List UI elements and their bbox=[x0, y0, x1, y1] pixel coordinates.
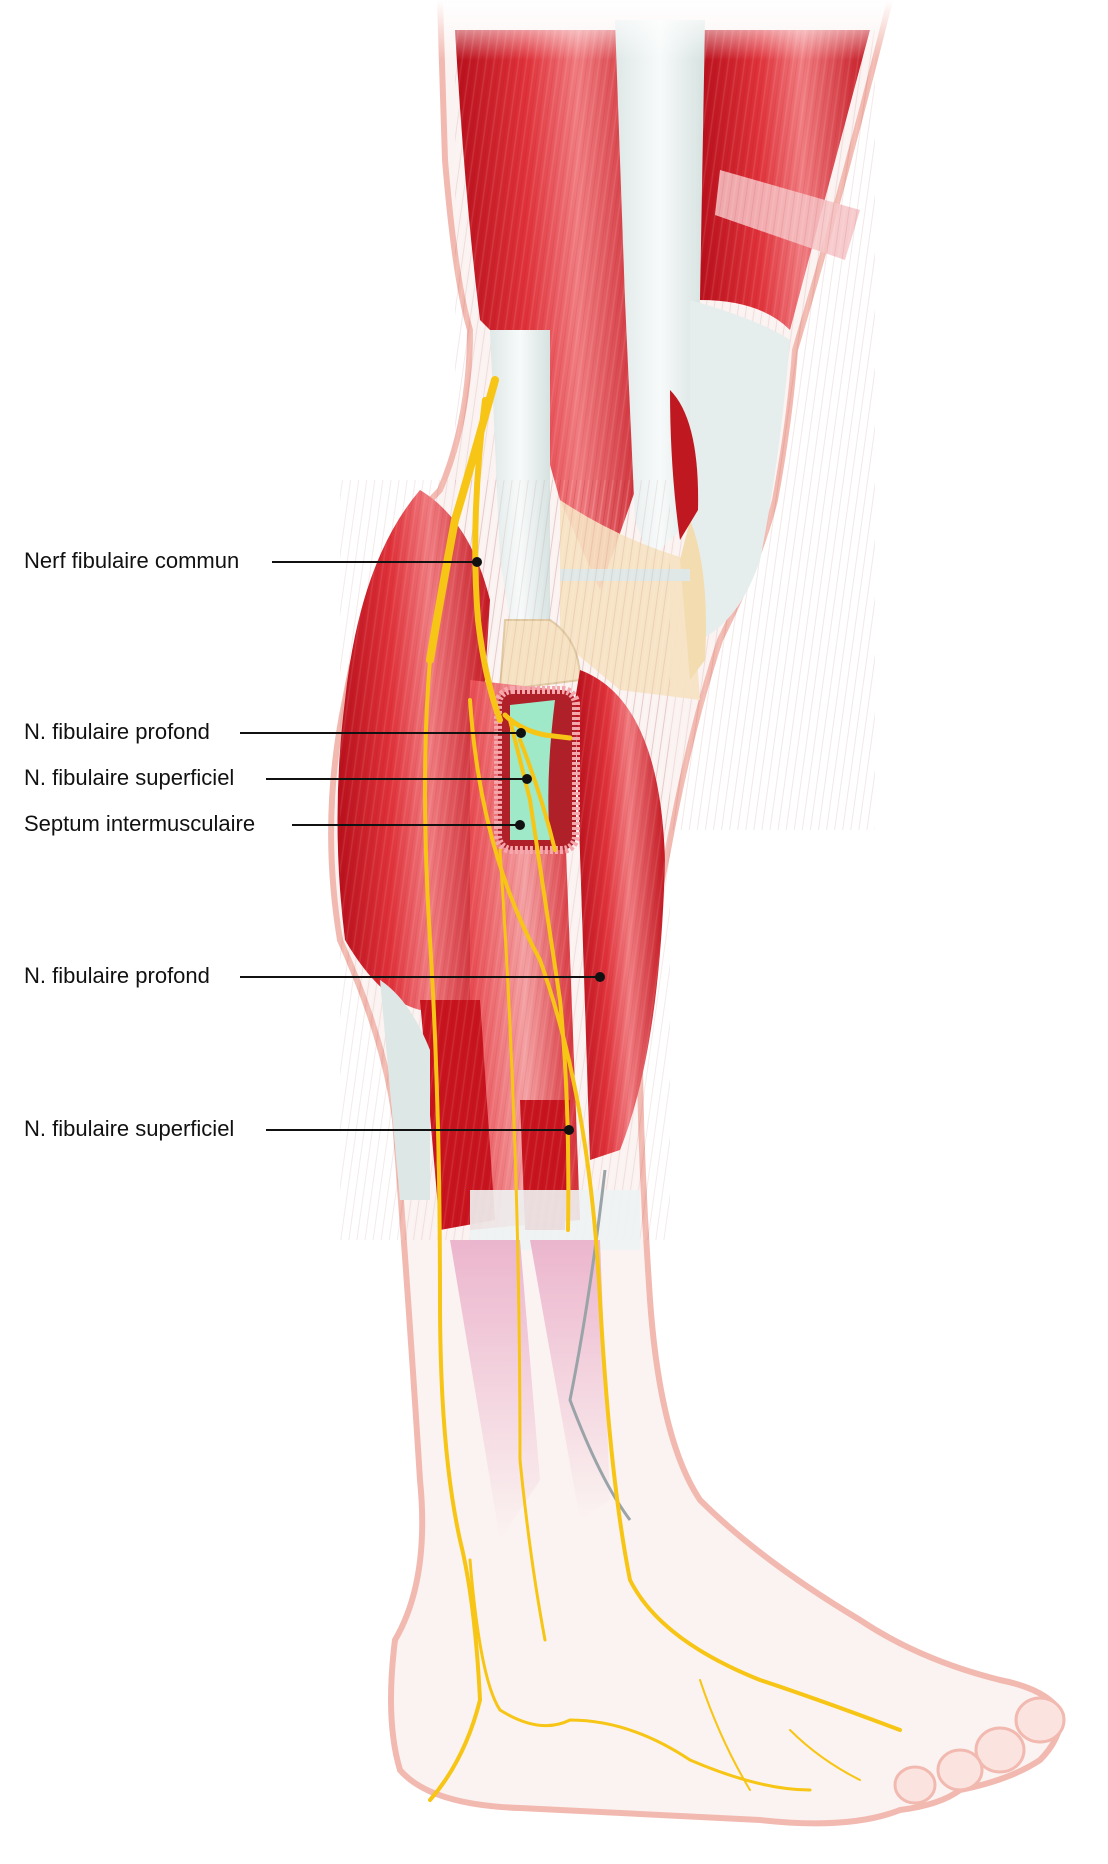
leader-dot-nerf-fibulaire-commun bbox=[472, 557, 482, 567]
leader-line-n-fibulaire-superficiel-1 bbox=[266, 778, 527, 780]
leader-dot-n-fibulaire-profond-2 bbox=[595, 972, 605, 982]
leader-line-nerf-fibulaire-commun bbox=[272, 561, 477, 563]
leader-line-septum-intermusculaire bbox=[292, 824, 520, 826]
label-n-fibulaire-superficiel-1: N. fibulaire superficiel bbox=[24, 765, 235, 790]
leader-line-n-fibulaire-profond-2 bbox=[240, 976, 600, 978]
toes bbox=[893, 1696, 1066, 1805]
label-n-fibulaire-profond-1: N. fibulaire profond bbox=[24, 719, 210, 744]
label-n-fibulaire-profond-2: N. fibulaire profond bbox=[24, 963, 210, 988]
leader-dot-n-fibulaire-superficiel-2 bbox=[564, 1125, 574, 1135]
label-nerf-fibulaire-commun: Nerf fibulaire commun bbox=[24, 548, 240, 573]
leader-dot-n-fibulaire-profond-1 bbox=[516, 728, 526, 738]
label-septum-intermusculaire: Septum intermusculaire bbox=[24, 811, 256, 836]
leader-dot-septum-intermusculaire bbox=[515, 820, 525, 830]
nerves bbox=[423, 376, 902, 1802]
leader-line-n-fibulaire-superficiel-2 bbox=[266, 1129, 569, 1131]
leader-line-n-fibulaire-profond-1 bbox=[240, 732, 521, 734]
leader-dot-n-fibulaire-superficiel-1 bbox=[522, 774, 532, 784]
label-n-fibulaire-superficiel-2: N. fibulaire superficiel bbox=[24, 1116, 235, 1141]
